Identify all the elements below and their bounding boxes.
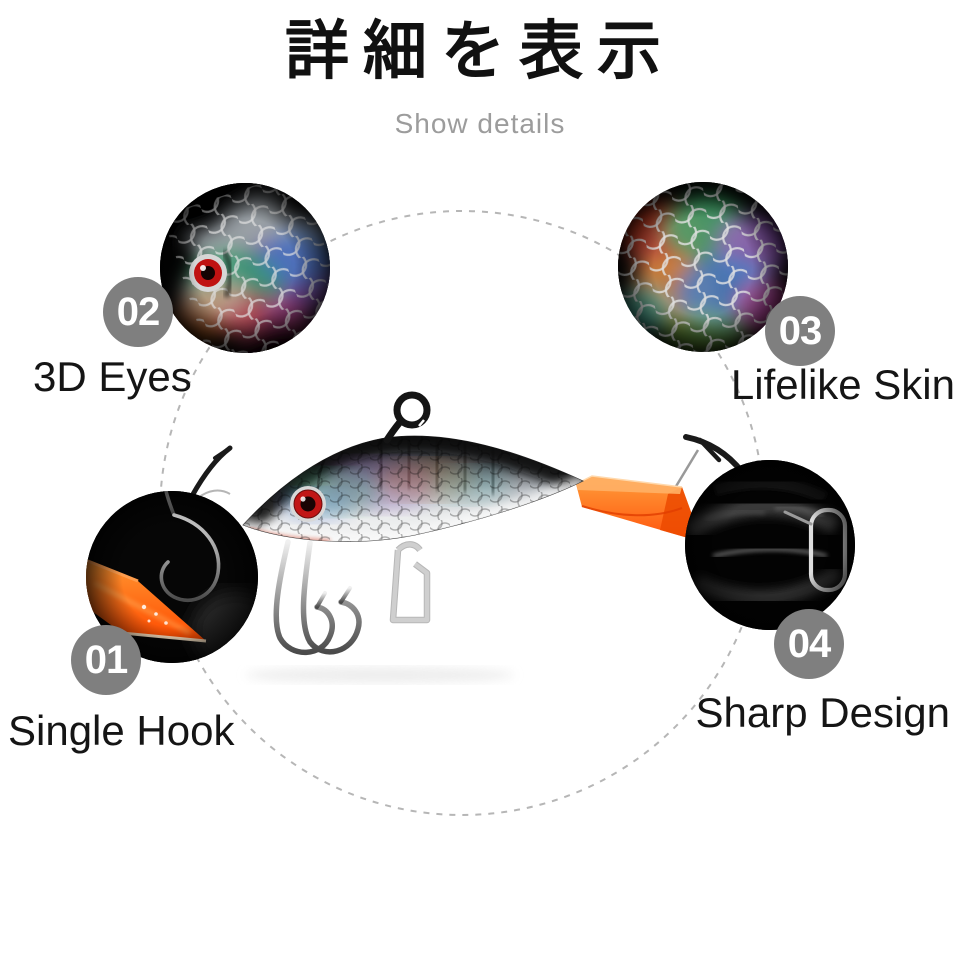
belly-treble-hook-icon bbox=[273, 539, 362, 656]
detail-photo-3d-eyes bbox=[160, 183, 330, 353]
lure-shadow bbox=[245, 667, 515, 683]
feature-badge-04: 04 bbox=[774, 609, 844, 679]
feature-badge-01: 01 bbox=[71, 625, 141, 695]
red-3d-eye-icon bbox=[290, 486, 326, 522]
feature-badge-03: 03 bbox=[765, 296, 835, 366]
sharp-hook-closeup-image bbox=[685, 460, 855, 630]
hook-barb-icon bbox=[189, 445, 233, 499]
detail-photo-lifelike-skin bbox=[618, 182, 788, 352]
scale-skin-closeup-image bbox=[618, 182, 788, 352]
snap-clip-icon bbox=[389, 541, 431, 624]
badge-number: 01 bbox=[84, 637, 128, 682]
eye-closeup-image bbox=[160, 183, 330, 353]
feature-label-lifelike-skin: Lifelike Skin bbox=[730, 361, 955, 408]
feature-badge-02: 02 bbox=[103, 277, 173, 347]
page-title: 詳細を表示 bbox=[285, 14, 675, 89]
lure-illustration bbox=[242, 391, 745, 683]
orange-tail-fin bbox=[575, 475, 702, 542]
feature-label-sharp-design: Sharp Design bbox=[695, 689, 950, 736]
badge-number: 02 bbox=[116, 289, 160, 334]
fish-body bbox=[242, 435, 584, 542]
badge-number: 03 bbox=[778, 308, 822, 353]
feature-label-single-hook: Single Hook bbox=[8, 707, 235, 754]
badge-number: 04 bbox=[787, 621, 831, 666]
detail-photo-sharp-design bbox=[685, 460, 855, 630]
line-tie-loop-icon bbox=[383, 391, 431, 444]
page-subtitle: Show details bbox=[394, 108, 566, 139]
feature-label-3d-eyes: 3D Eyes bbox=[33, 353, 192, 400]
